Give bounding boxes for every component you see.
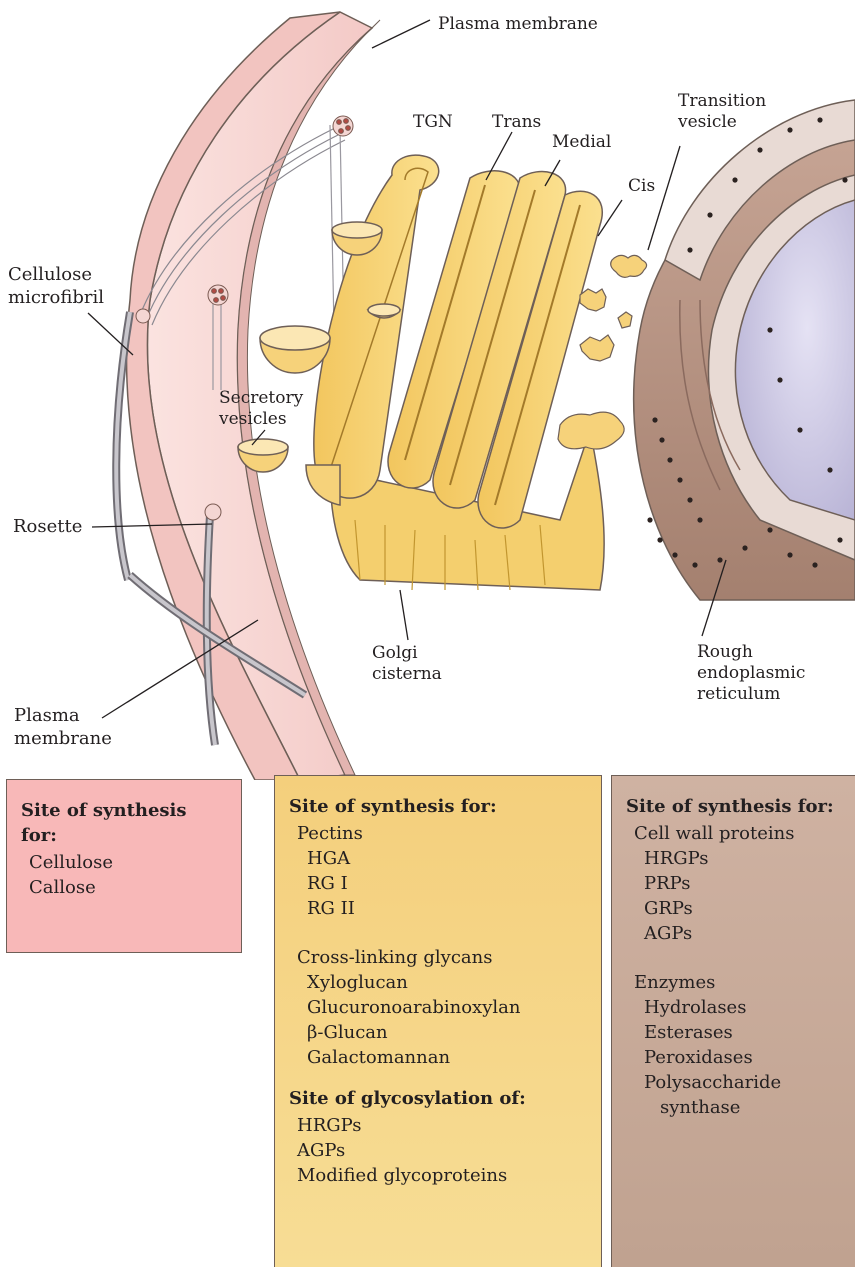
list-item: Callose bbox=[29, 875, 227, 900]
label-plasma-membrane-bottom: Plasma membrane bbox=[14, 704, 114, 750]
box-heading: Site of synthesis for: bbox=[289, 794, 587, 819]
label-medial: Medial bbox=[552, 132, 611, 153]
list-item: GRPs bbox=[634, 896, 842, 921]
list-item: Galactomannan bbox=[297, 1045, 587, 1070]
plasma-membrane-synthesis-box: Site of synthesis for: Cellulose Callose bbox=[6, 779, 242, 953]
synthesis-list: Cellulose Callose bbox=[21, 850, 227, 900]
list-item: β-Glucan bbox=[297, 1020, 587, 1045]
label-rough-er: Rough endoplasmic reticulum bbox=[697, 642, 827, 705]
list-item: PRPs bbox=[634, 871, 842, 896]
box-heading: Site of synthesis for: bbox=[21, 798, 227, 848]
glycosylation-list: HRGPs AGPs Modified glycoproteins bbox=[289, 1113, 587, 1188]
list-group-heading: Cell wall proteins bbox=[634, 821, 842, 846]
rough-er bbox=[634, 100, 855, 600]
label-rosette: Rosette bbox=[13, 516, 82, 537]
list-item: Esterases bbox=[634, 1020, 842, 1045]
er-synthesis-box: Site of synthesis for: Cell wall protein… bbox=[611, 775, 855, 1267]
label-trans: Trans bbox=[492, 112, 541, 133]
list-group-heading: Pectins bbox=[297, 821, 587, 846]
golgi-stack bbox=[314, 155, 604, 590]
list-item: HGA bbox=[297, 846, 587, 871]
label-cellulose-microfibril: Cellulose microfibril bbox=[8, 263, 138, 309]
list-item: Glucuronoarabinoxylan bbox=[297, 995, 587, 1020]
list-item: AGPs bbox=[634, 921, 842, 946]
box-heading-glycosylation: Site of glycosylation of: bbox=[289, 1086, 587, 1111]
label-tgn: TGN bbox=[413, 112, 453, 133]
synthesis-list: Cell wall proteins HRGPs PRPs GRPs AGPs … bbox=[626, 821, 842, 1120]
list-item: Modified glycoproteins bbox=[297, 1163, 587, 1188]
golgi-synthesis-box: Site of synthesis for: Pectins HGA RG I … bbox=[274, 775, 602, 1267]
label-cis: Cis bbox=[628, 176, 655, 197]
box-heading: Site of synthesis for: bbox=[626, 794, 842, 819]
label-plasma-membrane-top: Plasma membrane bbox=[438, 14, 598, 35]
list-item: Cellulose bbox=[29, 850, 227, 875]
label-secretory-vesicles: Secretory vesicles bbox=[219, 388, 314, 430]
list-item: RG II bbox=[297, 896, 587, 921]
list-item: AGPs bbox=[297, 1138, 587, 1163]
list-group-heading: Enzymes bbox=[634, 970, 842, 995]
list-item: HRGPs bbox=[297, 1113, 587, 1138]
label-golgi-cisterna: Golgi cisterna bbox=[372, 643, 452, 685]
list-group-heading: Cross-linking glycans bbox=[297, 945, 587, 970]
synthesis-list: Pectins HGA RG I RG II Cross-linking gly… bbox=[289, 821, 587, 1070]
list-item: synthase bbox=[634, 1095, 842, 1120]
list-item: Xyloglucan bbox=[297, 970, 587, 995]
list-item: HRGPs bbox=[634, 846, 842, 871]
list-item: RG I bbox=[297, 871, 587, 896]
label-transition-vesicle: Transition vesicle bbox=[678, 91, 788, 133]
list-item: Polysaccharide bbox=[634, 1070, 842, 1095]
list-item: Peroxidases bbox=[634, 1045, 842, 1070]
list-item: Hydrolases bbox=[634, 995, 842, 1020]
